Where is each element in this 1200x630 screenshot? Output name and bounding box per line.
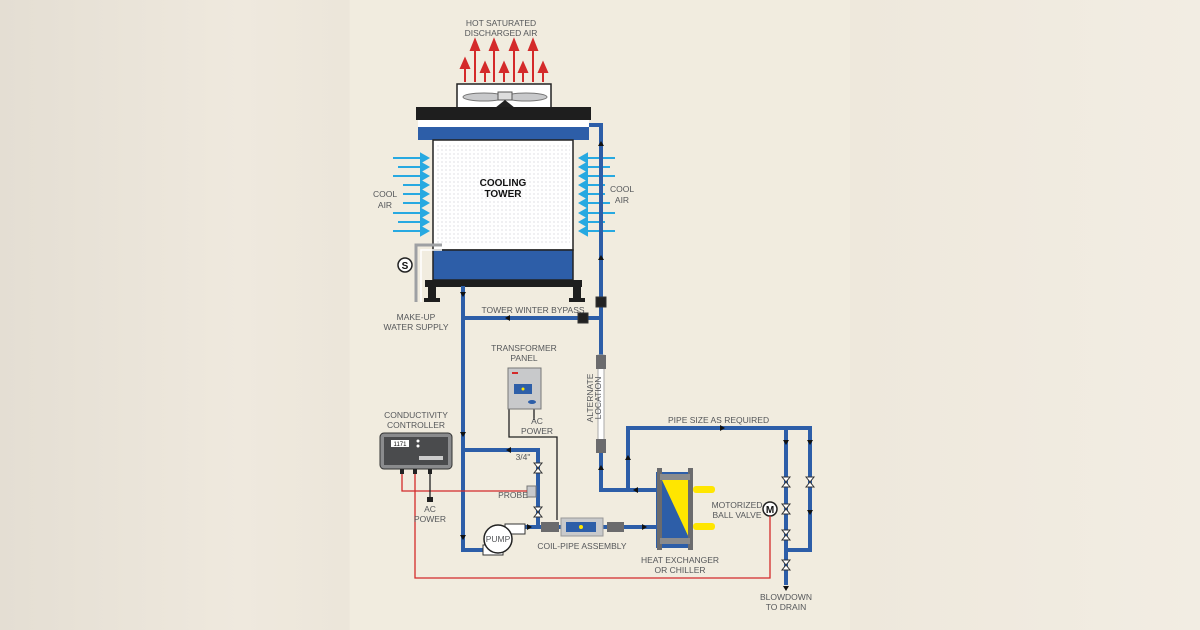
- control-wires: [401, 408, 771, 579]
- probe-icon: [526, 485, 537, 498]
- makeup-label: MAKE-UP: [397, 312, 436, 322]
- pump: PUMP: [482, 523, 526, 556]
- motor-valve-label: MOTORIZED: [712, 500, 763, 510]
- cool-air-right-label: AIR: [615, 195, 629, 205]
- flow-arrows: [460, 141, 813, 591]
- bypass-label: TOWER WINTER BYPASS: [481, 305, 584, 315]
- blowdown-label: BLOWDOWN: [760, 592, 812, 602]
- blowdown-label: TO DRAIN: [766, 602, 806, 612]
- makeup-water-line: [414, 243, 442, 302]
- coupler: [596, 439, 606, 453]
- hx-label: HEAT EXCHANGER: [641, 555, 719, 565]
- solenoid-valve-icon: [397, 257, 413, 273]
- alternate-label: ALTERNATE: [585, 373, 595, 422]
- tower-label: TOWER: [484, 189, 522, 200]
- tower-label: COOLING: [480, 178, 527, 189]
- alternate-label: LOCATION: [593, 377, 603, 420]
- cool-air-left-label: AIR: [378, 200, 392, 210]
- cool-air-left-label: COOL: [373, 189, 397, 199]
- controller-power-label: AC: [424, 504, 436, 514]
- motor-valve-label: BALL VALVE: [713, 510, 762, 520]
- valves: [532, 296, 816, 571]
- hot-air-label: DISCHARGED AIR: [465, 28, 538, 38]
- cooling-tower: COOLING TOWER: [416, 107, 591, 302]
- controller-power-label: POWER: [414, 514, 446, 524]
- cool-air-right-label: COOL: [610, 184, 634, 194]
- coupler: [596, 355, 606, 369]
- hot-air-arrows: [459, 37, 549, 82]
- conductivity-controller: 1171: [379, 432, 453, 474]
- probe-label: PROBE: [498, 490, 528, 500]
- solenoid-symbol: S: [402, 261, 409, 272]
- pump-label: PUMP: [486, 534, 511, 544]
- cool-air-arrows-left: [393, 152, 431, 237]
- motor-symbol: M: [766, 505, 774, 516]
- background-right: [850, 0, 1200, 630]
- coil-label: COIL-PIPE ASSEMBLY: [537, 541, 626, 551]
- transformer-power-label: POWER: [521, 426, 553, 436]
- controller-display: 1171: [394, 442, 408, 448]
- pipe-size-label: PIPE SIZE AS REQUIRED: [668, 415, 769, 425]
- coil-pipe-assembly: [541, 517, 624, 537]
- controller-label: CONTROLLER: [387, 420, 445, 430]
- transformer-label: PANEL: [510, 353, 538, 363]
- fan: [456, 83, 552, 109]
- heat-exchanger: [656, 468, 715, 550]
- controller-label: CONDUCTIVITY: [384, 410, 448, 420]
- transformer-panel: [507, 367, 542, 410]
- makeup-label: WATER SUPPLY: [383, 322, 448, 332]
- transformer-label: TRANSFORMER: [491, 343, 557, 353]
- hx-label: OR CHILLER: [654, 565, 705, 575]
- three-quarter-label: 3/4": [516, 452, 531, 462]
- plug-icon: [427, 497, 433, 502]
- hot-air-label: HOT SATURATED: [466, 18, 536, 28]
- transformer-power-label: AC: [531, 416, 543, 426]
- cool-air-arrows-right: [577, 152, 615, 237]
